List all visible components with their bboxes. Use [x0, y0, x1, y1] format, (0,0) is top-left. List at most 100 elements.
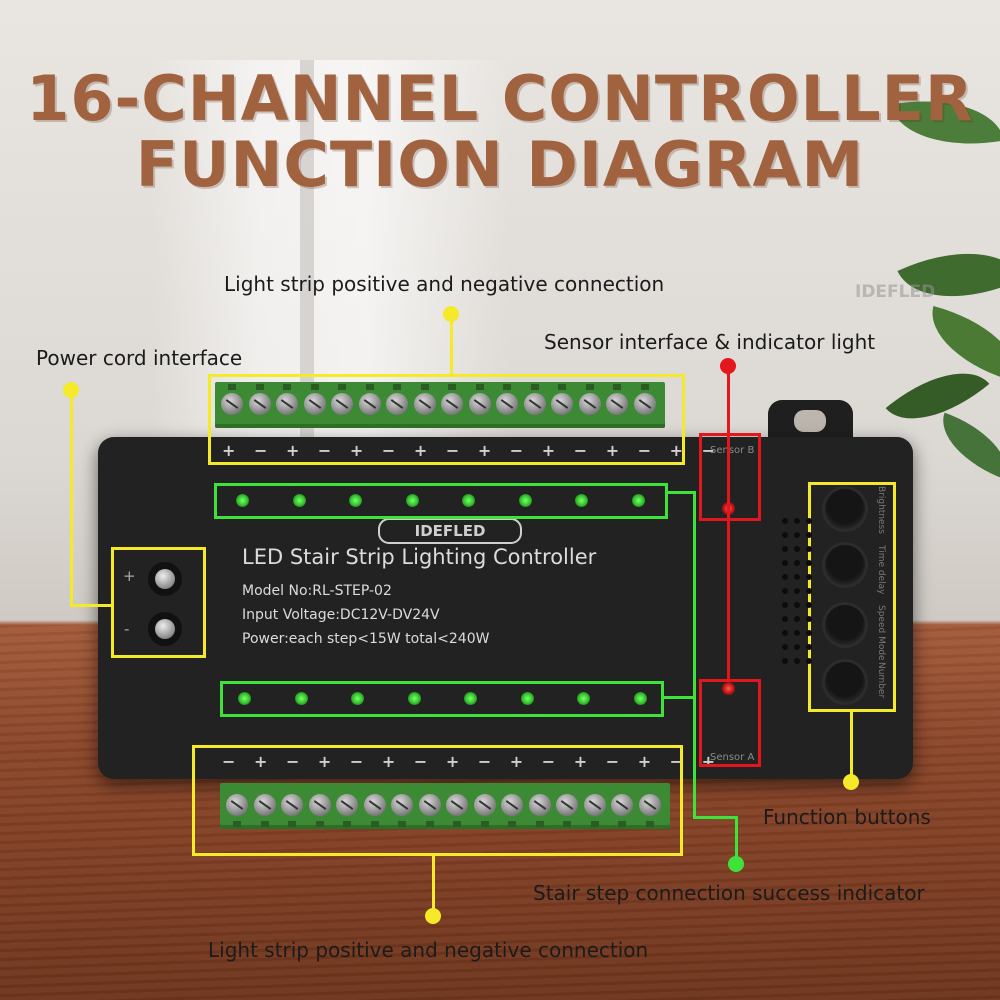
bottom-terminal-block	[220, 783, 670, 829]
sensor-a-indicator	[722, 682, 735, 695]
top-step-led	[575, 494, 588, 507]
terminal-slot	[315, 821, 324, 827]
terminal-slot	[393, 384, 401, 390]
terminal-slot	[530, 384, 539, 390]
terminal-slot	[585, 384, 594, 390]
top-terminal-screw	[523, 393, 546, 415]
vent-hole	[782, 588, 788, 594]
top-step-led	[462, 494, 475, 507]
vent-hole	[794, 616, 800, 622]
sensor-a-label: Sensor A	[710, 752, 755, 763]
number-button[interactable]	[825, 662, 865, 702]
vent-hole	[794, 518, 800, 524]
vent-hole	[782, 560, 788, 566]
bottom-strip-dot	[425, 908, 441, 924]
bottom-step-led	[577, 692, 590, 705]
terminal-slot	[283, 384, 291, 390]
top-terminal-screw	[441, 393, 463, 415]
terminal-slot	[343, 821, 351, 827]
top-step-led	[518, 494, 532, 507]
terminal-slot	[563, 821, 571, 827]
bottom-polarity-marks: − + − + − + − + − + − + − + − +	[222, 752, 722, 771]
function-buttons-highlight	[808, 482, 896, 712]
terminal-slot	[480, 821, 489, 827]
bottom-terminal-screw	[253, 794, 276, 816]
terminal-slot	[503, 384, 511, 390]
top-terminal-screw	[578, 393, 601, 415]
bottom-terminal-screw	[556, 794, 578, 816]
bottom-terminal-screw	[501, 794, 523, 816]
function-buttons-connector	[850, 710, 853, 785]
bottom-terminal-screw	[473, 794, 496, 816]
bottom-terminal-screw	[336, 794, 358, 816]
vent-hole	[782, 616, 788, 622]
brightness-button[interactable]	[825, 489, 865, 529]
vent-hole	[806, 602, 812, 608]
vent-hole	[806, 518, 812, 524]
vent-hole	[806, 644, 812, 650]
terminal-slot	[365, 384, 374, 390]
terminal-slot	[228, 384, 236, 390]
bottom-step-led	[464, 692, 477, 705]
sensor-connector	[727, 366, 730, 681]
vent-hole	[782, 630, 788, 636]
time-delay-button[interactable]	[825, 545, 865, 585]
terminal-slot	[233, 821, 241, 827]
top-polarity-marks: + − + − + − + − + − + − + − + −	[222, 441, 722, 460]
brand-logo: IDEFLED	[378, 518, 522, 544]
bottom-strip-label: Light strip positive and negative connec…	[208, 938, 649, 962]
controller-device	[98, 437, 913, 779]
watermark: IDEFLED	[855, 282, 936, 302]
top-terminal-screw	[303, 393, 326, 415]
bottom-terminal-screw	[638, 794, 661, 816]
vent-hole	[794, 658, 800, 664]
top-terminal-screw	[221, 393, 243, 415]
terminal-slot	[255, 384, 264, 390]
indicator-connector-bottom	[662, 696, 696, 699]
vent-hole	[806, 616, 812, 622]
vent-hole	[794, 602, 800, 608]
top-terminal-screw	[606, 393, 628, 415]
top-strip-label: Light strip positive and negative connec…	[224, 272, 665, 296]
vent-hole	[782, 532, 788, 538]
mounting-hole	[794, 410, 826, 432]
terminal-slot	[508, 821, 516, 827]
plant-leaf	[930, 412, 1000, 480]
bottom-terminal-screw	[391, 794, 413, 816]
power-cord-dot	[63, 382, 79, 398]
model-number: Model No:RL-STEP-02	[242, 583, 392, 599]
vent-hole	[794, 630, 800, 636]
top-terminal-screw	[468, 393, 491, 415]
terminal-slot	[640, 384, 649, 390]
vent-hole	[794, 588, 800, 594]
terminal-slot	[310, 384, 319, 390]
terminal-slot	[453, 821, 461, 827]
terminal-slot	[475, 384, 484, 390]
top-step-led	[405, 494, 419, 507]
vent-hole	[806, 560, 812, 566]
top-step-led	[349, 494, 362, 507]
indicator-connector-h2	[693, 816, 738, 819]
vent-hole	[782, 602, 788, 608]
top-terminal-screw	[331, 393, 353, 415]
sensor-a-highlight	[699, 679, 761, 767]
vent-hole	[806, 574, 812, 580]
top-strip-dot	[443, 306, 459, 322]
speed-mode-button[interactable]	[825, 605, 865, 645]
title-line-2: FUNCTION DIAGRAM	[135, 128, 865, 201]
vent-hole	[794, 574, 800, 580]
bottom-step-led	[294, 692, 308, 705]
indicator-connector-v2	[735, 816, 738, 861]
power-cord-highlight	[111, 547, 206, 658]
sensor-dot	[720, 358, 736, 374]
terminal-slot	[645, 821, 654, 827]
bottom-strip-connector	[432, 855, 435, 915]
function-buttons-label: Function buttons	[763, 805, 931, 829]
vent-hole	[782, 658, 788, 664]
vent-hole	[794, 532, 800, 538]
top-terminal-screw	[358, 393, 381, 415]
vent-hole	[806, 588, 812, 594]
top-terminal-screw	[386, 393, 408, 415]
top-terminal-screw	[551, 393, 573, 415]
